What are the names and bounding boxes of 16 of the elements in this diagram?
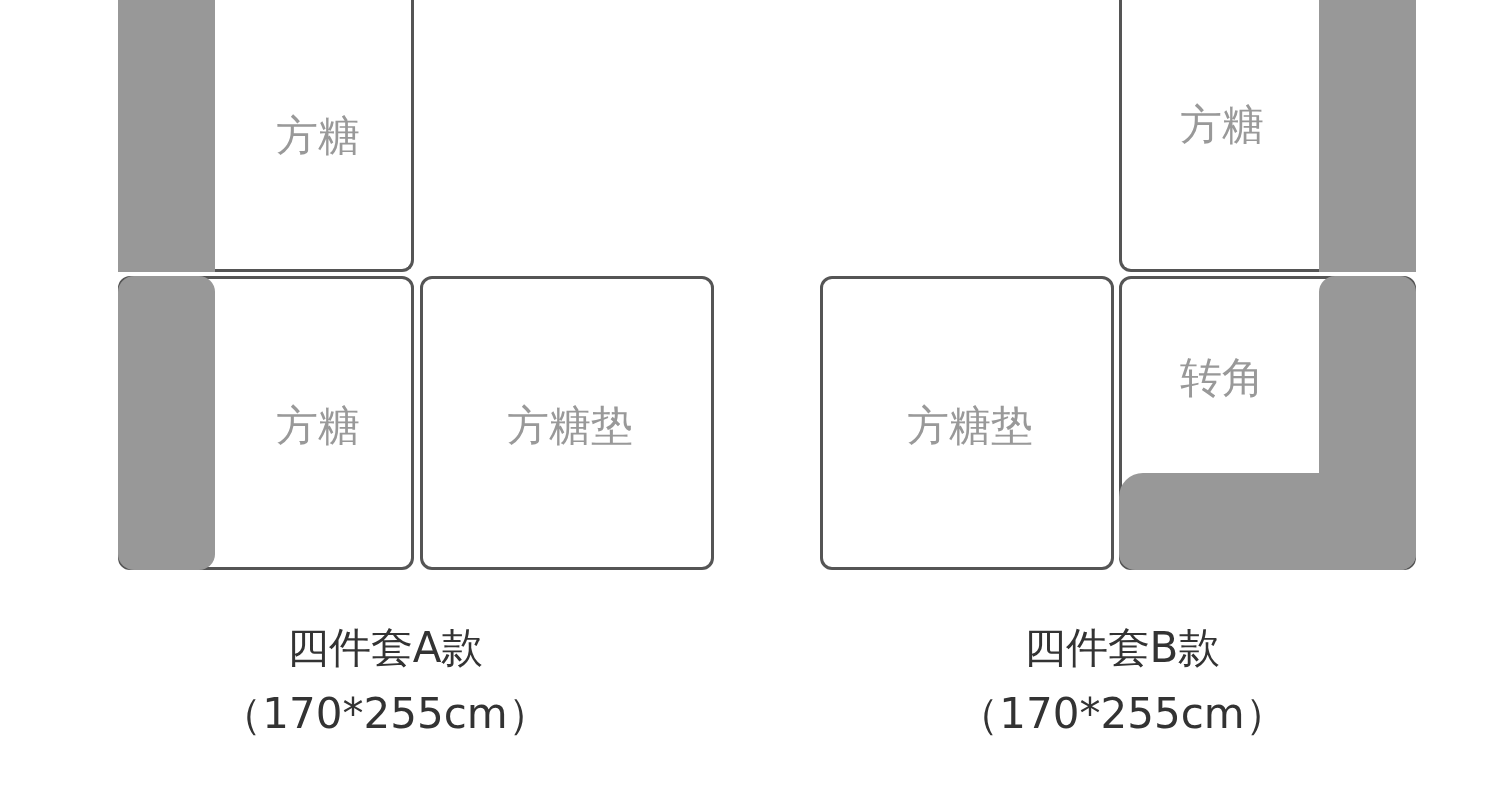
sofa-module: [1119, 276, 1416, 570]
module-label: 方糖垫: [507, 400, 633, 452]
set-caption: 四件套B款: [1023, 622, 1221, 674]
module-label: 转角: [1180, 351, 1264, 404]
sofa-module: [118, 276, 414, 570]
sofa-module: [820, 276, 1114, 570]
sofa-module: [118, 0, 414, 272]
module-label: 方糖: [275, 110, 360, 162]
module-label: 方糖: [275, 400, 360, 452]
set-caption: 四件套A款: [286, 622, 484, 674]
sofa-module: [420, 276, 714, 570]
module-label: 方糖: [1180, 99, 1264, 151]
sofa-module: [1119, 0, 1416, 272]
module-label: 方糖垫: [907, 400, 1033, 452]
dimension-text: （170*255cm）: [957, 688, 1287, 740]
dimension-text: （170*255cm）: [220, 688, 550, 740]
